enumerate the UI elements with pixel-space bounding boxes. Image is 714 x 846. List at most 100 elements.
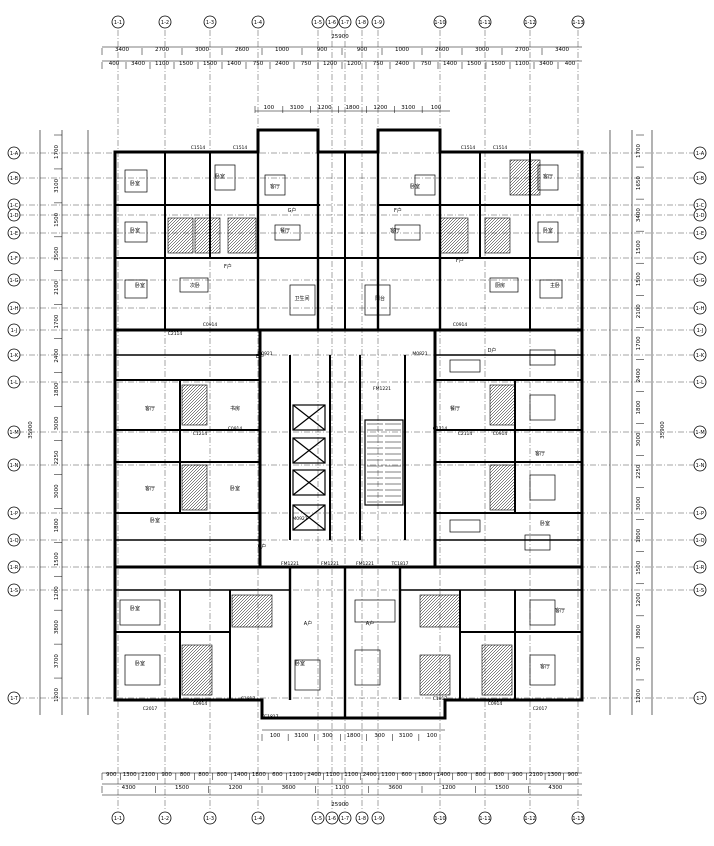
axis-label: 1-12 xyxy=(524,816,535,822)
axis-label: 1-2 xyxy=(161,816,169,822)
left-dimension: 2100 xyxy=(54,280,60,294)
axis-bubble xyxy=(478,15,492,29)
window-tag: C1214 xyxy=(193,431,208,437)
door-tag: FM1221 xyxy=(281,561,299,567)
top-dimension: 1500 xyxy=(467,61,481,67)
axis-label: 1-K xyxy=(10,353,19,359)
top-dimension: 2600 xyxy=(235,47,249,53)
top-dimension: 3000 xyxy=(195,47,209,53)
bottom-dimension: 1300 xyxy=(123,772,137,778)
door-tag: M0821 xyxy=(412,351,427,357)
axis-bubble xyxy=(523,15,537,29)
top-dimension: 3000 xyxy=(475,47,489,53)
axis-bubble xyxy=(7,533,21,547)
top-dimension: 2700 xyxy=(155,47,169,53)
room-label: 客厅 xyxy=(540,663,550,670)
top-dimension: 400 xyxy=(565,61,576,67)
left-dimension: 1800 xyxy=(54,382,60,396)
door-tag: M0921 xyxy=(257,351,272,357)
axis-label: 1-7 xyxy=(341,816,349,822)
axis-label: 1-L xyxy=(696,380,704,386)
overall-width-top: 25900 xyxy=(331,34,349,40)
overall-width-bottom: 25900 xyxy=(331,802,349,808)
left-dimension: 2400 xyxy=(54,348,60,362)
axis-label: 1-4 xyxy=(254,20,262,26)
window-tag: C0914 xyxy=(453,322,468,328)
axis-label: 1-2 xyxy=(161,20,169,26)
unit-label: F户 xyxy=(394,207,402,214)
axis-label: 1-1 xyxy=(114,816,122,822)
axis-label: 1-9 xyxy=(374,816,382,822)
left-dimension: 1200 xyxy=(54,586,60,600)
bottom-dimension: 1200 xyxy=(228,785,242,791)
axis-label: 1-9 xyxy=(374,20,382,26)
bottom-dimension: 1100 xyxy=(326,772,340,778)
bottom-dimension: 800 xyxy=(217,772,228,778)
door-tag: M0921 xyxy=(292,516,307,522)
axis-label: 1-Q xyxy=(9,538,18,544)
window-tag: C0914 xyxy=(488,701,503,707)
room-label: 餐厅 xyxy=(280,227,290,234)
tower-dimension: 3100 xyxy=(399,733,413,739)
top-dimension: 1500 xyxy=(179,61,193,67)
axis-label: 1-J xyxy=(11,328,18,334)
axis-label: 1-M xyxy=(9,430,18,436)
right-dimension: 2100 xyxy=(636,304,642,318)
bottom-dimension: 800 xyxy=(457,772,468,778)
bottom-dimension: 2400 xyxy=(307,772,321,778)
axis-bubble xyxy=(7,348,21,362)
left-dimensions: 1700310015001500210017002400180030002250… xyxy=(54,134,62,702)
left-dimension: 3100 xyxy=(54,178,60,192)
axis-bubble xyxy=(338,15,352,29)
total-height-right: 35900 xyxy=(660,421,666,439)
bottom-dimension: 900 xyxy=(568,772,579,778)
left-dimension: 1800 xyxy=(54,518,60,532)
room-label: 卧室 xyxy=(215,173,225,180)
top-dimension: 750 xyxy=(373,61,384,67)
top-dimension: 1100 xyxy=(155,61,169,67)
window-tag: C1514 xyxy=(191,145,206,151)
room-label: 卧室 xyxy=(135,282,145,289)
room-label: 卧室 xyxy=(540,520,550,527)
axis-label: 1-4 xyxy=(254,816,262,822)
bottom-dimension: 1100 xyxy=(289,772,303,778)
bottom-dimension: 4300 xyxy=(122,785,136,791)
window-tag: C1214 xyxy=(433,426,448,432)
axis-label: 1-6 xyxy=(328,20,336,26)
axis-label: 1-N xyxy=(696,463,705,469)
unit-label: A户 xyxy=(366,620,374,627)
window-tag: C0914 xyxy=(193,701,208,707)
top-dimension: 1000 xyxy=(275,47,289,53)
axis-bubble xyxy=(693,375,707,389)
room-label: 卧室 xyxy=(150,517,160,524)
top-dimension: 3400 xyxy=(131,61,145,67)
window-tag: C0914 xyxy=(203,322,218,328)
top-dimension: 900 xyxy=(357,47,368,53)
axis-bubble xyxy=(693,146,707,160)
top-dimension: 750 xyxy=(421,61,432,67)
axis-label: 1-10 xyxy=(434,816,445,822)
total-height-left: 35900 xyxy=(28,421,34,439)
unit-label: E户 xyxy=(256,353,264,360)
axis-bubble xyxy=(693,251,707,265)
right-dimension: 1500 xyxy=(636,272,642,286)
bottom-dimension: 1400 xyxy=(233,772,247,778)
right-dimension: 3400 xyxy=(636,208,642,222)
axis-bubble xyxy=(251,15,265,29)
left-dimension: 1500 xyxy=(54,212,60,226)
axis-bubble xyxy=(693,208,707,222)
bottom-dimension: 2100 xyxy=(141,772,155,778)
axis-bubbles-right: 1-A1-B1-C1-D1-E1-F1-G1-H1-J1-K1-L1-M1-N1… xyxy=(693,146,707,705)
room-label: 客厅 xyxy=(390,227,400,234)
axis-bubble xyxy=(355,15,369,29)
axis-bubble xyxy=(693,506,707,520)
axis-label: 1-K xyxy=(696,353,705,359)
axis-bubble xyxy=(311,811,325,825)
bottom-dimension: 4300 xyxy=(548,785,562,791)
axis-bubble xyxy=(7,171,21,185)
top-dimension: 1200 xyxy=(323,61,337,67)
top-dimension: 750 xyxy=(253,61,264,67)
